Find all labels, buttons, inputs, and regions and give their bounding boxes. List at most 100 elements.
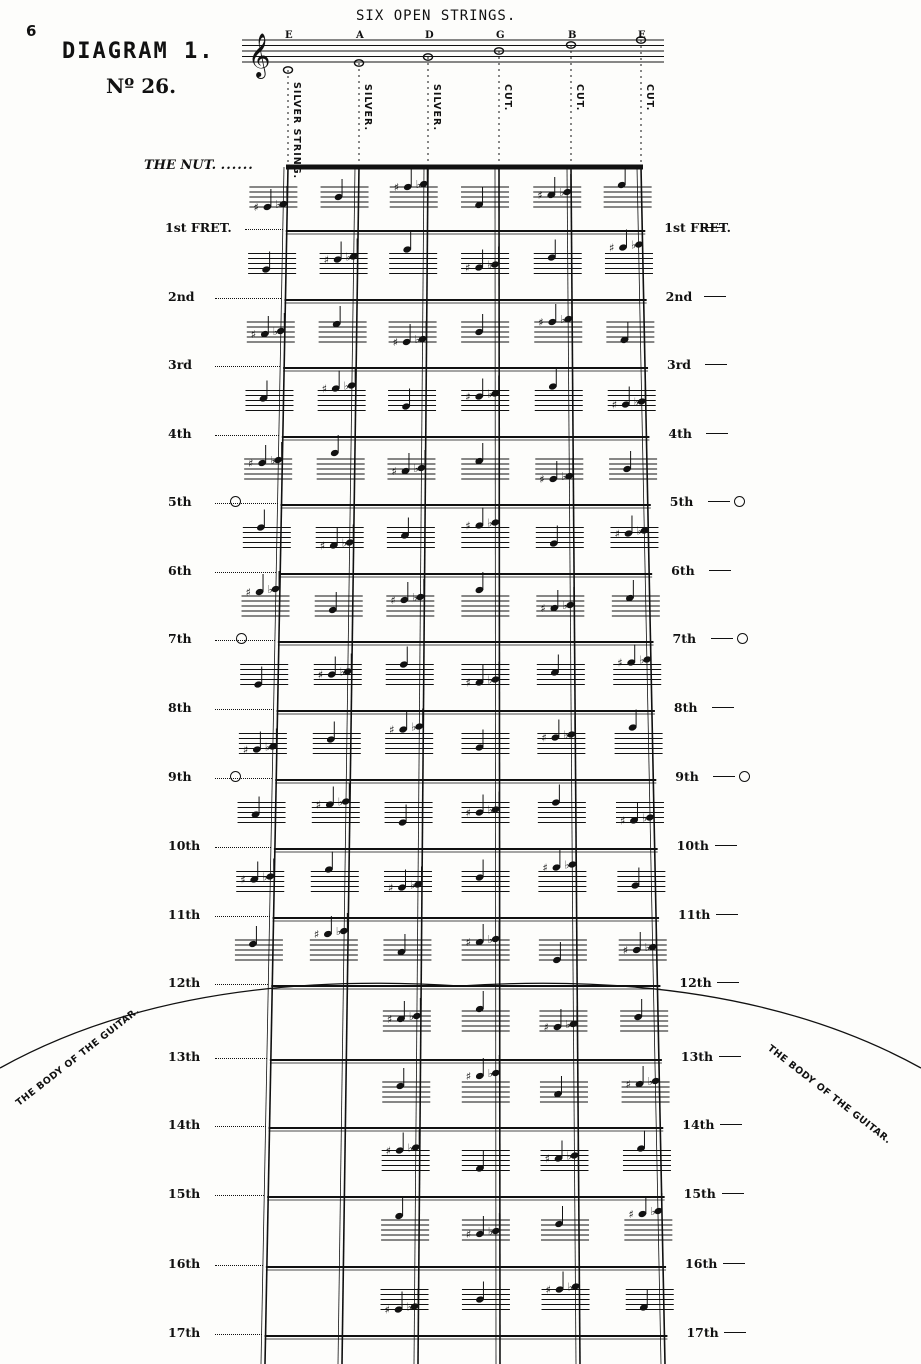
note-staff	[461, 572, 509, 616]
note-staff: ♯♭	[381, 1289, 429, 1317]
note-staff: ♯♭	[239, 729, 287, 757]
sharp-icon: ♯	[538, 316, 543, 329]
note-staff	[387, 518, 435, 548]
fret-label-left: 11th	[168, 907, 200, 922]
fret-label-right: 3rd	[667, 357, 691, 372]
string-material-label: CUT.	[574, 84, 585, 111]
fret-label-left: 5th	[168, 494, 192, 509]
fret-label-left: 17th	[168, 1325, 200, 1340]
sharp-icon: ♯	[537, 189, 542, 202]
string-line	[342, 167, 359, 1364]
sharp-icon: ♯	[248, 457, 253, 470]
sharp-icon: ♯	[628, 1208, 633, 1221]
fret-label-left: 13th	[168, 1049, 200, 1064]
flat-icon: ♭	[342, 537, 347, 550]
string-line	[641, 167, 665, 1364]
note-staff: ♯♭	[539, 1006, 587, 1034]
note-staff	[462, 991, 510, 1031]
flat-icon: ♭	[487, 259, 492, 272]
fret-leader-right	[712, 707, 734, 708]
fret-label-right: 16th	[685, 1256, 717, 1271]
note-staff	[313, 722, 361, 754]
note-staff	[462, 860, 510, 892]
flat-icon: ♭	[645, 941, 650, 954]
flat-icon: ♭	[415, 333, 420, 346]
note-staff	[604, 167, 652, 207]
note-staff	[534, 240, 582, 274]
sharp-icon: ♯	[609, 242, 614, 255]
flat-icon: ♭	[410, 879, 415, 892]
flat-icon: ♭	[559, 186, 564, 199]
position-marker-icon	[734, 496, 745, 507]
flat-icon: ♭	[565, 1018, 570, 1031]
sharp-icon: ♯	[626, 1078, 631, 1091]
note-staff	[615, 710, 663, 754]
note-staff	[461, 443, 509, 479]
note-staff	[389, 232, 437, 274]
flat-icon: ♭	[487, 388, 492, 401]
flat-icon: ♭	[275, 198, 280, 211]
note-staff: ♯♭	[540, 1138, 588, 1171]
note-staff: ♯♭	[247, 313, 295, 342]
fret-leader-left	[215, 841, 271, 848]
sharp-icon: ♯	[465, 262, 470, 275]
sharp-icon: ♯	[240, 874, 245, 887]
fret-label-right: 2nd	[666, 289, 693, 304]
flat-icon: ♭	[346, 251, 351, 264]
note-staff: ♯♭	[462, 1213, 510, 1241]
flat-icon: ♭	[408, 1142, 413, 1155]
sharp-icon: ♯	[466, 936, 471, 949]
fret-label-right: 6th	[671, 563, 695, 578]
sharp-icon: ♯	[324, 254, 329, 267]
note-staff: ♯♭	[619, 929, 667, 960]
note-staff: ♯♭	[533, 174, 581, 207]
note-staff: ♯♭	[535, 458, 583, 486]
fret-leader-left	[215, 1328, 262, 1335]
string-line	[495, 167, 496, 1364]
note-staff: ♯♭	[390, 166, 438, 207]
flat-icon: ♭	[560, 313, 565, 326]
sharp-icon: ♯	[388, 882, 393, 895]
note-staff: ♯♭	[461, 247, 509, 275]
note-staff: ♯♭	[244, 442, 292, 479]
string-line	[567, 167, 576, 1364]
sharp-icon: ♯	[539, 473, 544, 486]
note-staff: ♯♭	[534, 301, 582, 342]
fret-label-right: 9th	[675, 769, 699, 784]
sharp-icon: ♯	[465, 677, 470, 690]
flat-icon: ♭	[631, 239, 636, 252]
note-staff	[462, 1151, 510, 1173]
string-material-label: SILVER.	[362, 84, 373, 131]
flat-icon: ♭	[412, 591, 417, 604]
flat-icon: ♭	[413, 462, 418, 475]
sharp-icon: ♯	[617, 657, 622, 670]
note-staff: ♯♭	[542, 1269, 590, 1310]
note-staff	[388, 389, 436, 411]
sharp-icon: ♯	[320, 540, 325, 553]
fret-label-left: 14th	[168, 1117, 200, 1132]
sharp-icon: ♯	[541, 732, 546, 745]
note-staff: ♯♭	[385, 709, 433, 754]
sharp-icon: ♯	[620, 815, 625, 828]
flat-icon: ♭	[407, 1301, 412, 1314]
flat-icon: ♭	[563, 729, 568, 742]
note-staff	[382, 1068, 430, 1102]
flat-icon: ♭	[564, 859, 569, 872]
note-staff	[386, 647, 434, 685]
position-marker-icon	[236, 633, 247, 644]
fret-label-left: 4th	[168, 426, 192, 441]
note-staff	[315, 592, 363, 616]
note-staff	[536, 526, 584, 548]
position-marker-icon	[230, 771, 241, 782]
diagram-title: DIAGRAM 1.	[62, 39, 214, 64]
fret-leader-left	[215, 1120, 266, 1127]
fret-label-right: 12th	[679, 975, 711, 990]
note-staff: ♯♭	[384, 867, 432, 895]
note-staff: ♯♭	[320, 239, 368, 274]
note-staff: ♯♭	[316, 525, 364, 553]
note-staff: ♯♭	[608, 384, 656, 412]
note-staff: ♯♭	[461, 505, 509, 548]
flat-icon: ♭	[336, 925, 341, 938]
flat-icon: ♭	[273, 325, 278, 338]
